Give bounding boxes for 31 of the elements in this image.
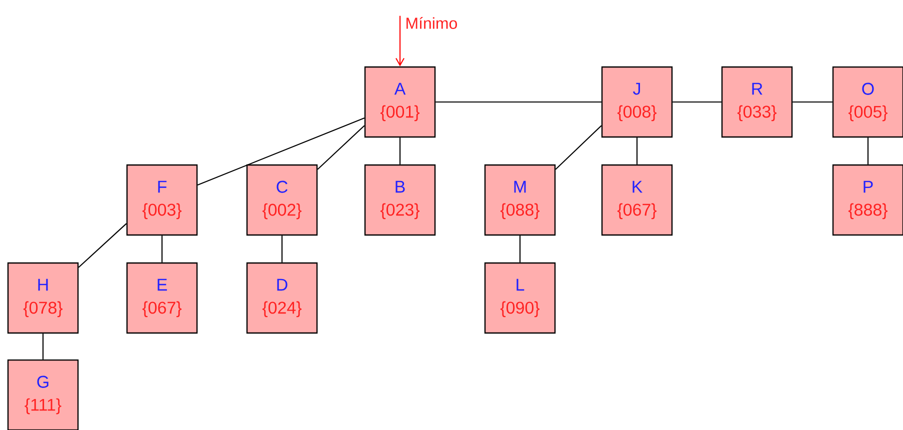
heap-node-box: A {001} (364, 66, 436, 138)
link-line (281, 236, 283, 262)
heap-node-box: M {088} (484, 164, 556, 236)
link-line (197, 117, 365, 186)
link-line (636, 138, 638, 164)
heap-node-box: P {888} (832, 164, 903, 236)
link-line (792, 101, 832, 103)
heap-node-box: F {003} (126, 164, 198, 236)
link-line (42, 334, 44, 360)
heap-node-box: O {005} (832, 66, 903, 138)
link-line (555, 125, 602, 170)
heap-node-box: J {008} (601, 66, 673, 138)
link-line (161, 236, 163, 262)
heap-node-box: H {078} (7, 262, 79, 334)
heap-node-box: R {033} (721, 66, 793, 138)
link-line (78, 223, 127, 268)
pointer-arrow (396, 16, 404, 66)
heap-node-box: E {067} (126, 262, 198, 334)
link-line (672, 101, 722, 103)
heap-node-box: K {067} (601, 164, 673, 236)
heap-node-box: D {024} (246, 262, 318, 334)
pointer-label: Mínimo (406, 17, 457, 29)
heap-node-box: C {002} (246, 164, 318, 236)
link-line (317, 125, 365, 170)
heap-node-box: B {023} (364, 164, 436, 236)
heap-node-box: G {111} (7, 359, 79, 430)
link-line (399, 138, 401, 164)
link-line (867, 138, 869, 164)
link-line (436, 101, 602, 103)
link-line (519, 236, 521, 262)
heap-node-box: L {090} (484, 262, 556, 334)
